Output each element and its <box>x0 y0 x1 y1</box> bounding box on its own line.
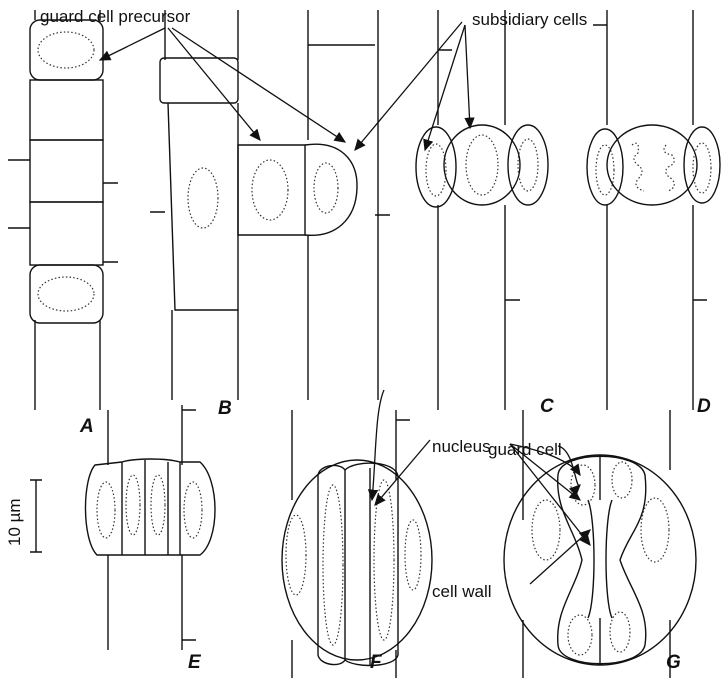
panel-c-drawing <box>415 10 549 410</box>
panel-b-drawing <box>150 10 390 400</box>
panel-e-drawing <box>84 405 216 650</box>
panel-label-f: F <box>370 652 383 673</box>
panel-a-drawing <box>8 10 118 410</box>
label-guard-cell-precursor: guard cell precursor <box>40 7 191 26</box>
scale-bar: 10 µm <box>5 479 42 553</box>
label-subsidiary-cells: subsidiary cells <box>472 10 587 29</box>
label-cell-wall: cell wall <box>432 582 492 601</box>
panel-label-a: A <box>79 416 94 437</box>
panel-label-g: G <box>666 652 681 673</box>
scale-bar-label: 10 µm <box>5 498 24 546</box>
panel-label-e: E <box>188 652 202 673</box>
annotation-arrows <box>98 21 591 585</box>
label-guard-cell: guard cell <box>488 440 562 459</box>
panel-f-drawing <box>281 410 433 678</box>
panel-label-c: C <box>540 396 554 417</box>
label-nucleus: nucleus <box>432 437 491 456</box>
panel-g-drawing <box>503 410 697 678</box>
panel-label-b: B <box>218 398 232 419</box>
panel-d-drawing <box>586 10 721 410</box>
panel-label-d: D <box>697 396 711 417</box>
